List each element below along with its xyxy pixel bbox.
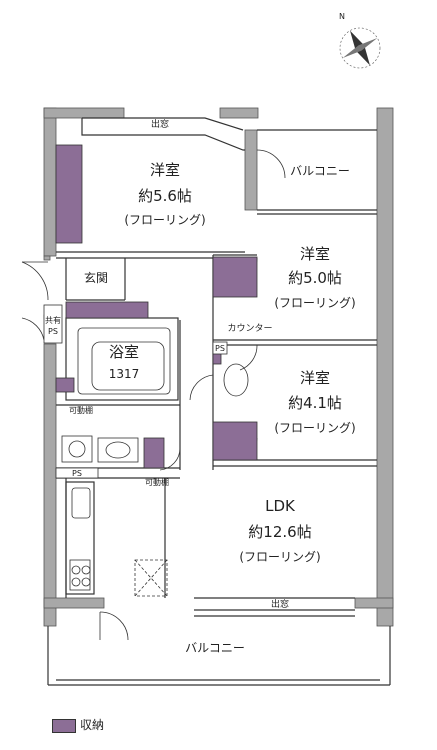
room-western-2-floor: (フローリング) xyxy=(274,296,356,310)
shelf-label-1: 可動棚 xyxy=(69,406,93,415)
room-ldk-area: 約12.6帖 xyxy=(248,523,312,541)
compass-icon xyxy=(339,27,381,69)
legend-storage-label: 収納 xyxy=(80,718,105,732)
room-western-2-name: 洋室 xyxy=(299,245,330,263)
shelf-label-2: 可動棚 xyxy=(145,478,169,487)
room-western-1-floor: (フローリング) xyxy=(124,213,206,227)
bath-size: 1317 xyxy=(108,367,140,381)
legend-swatch xyxy=(52,719,76,733)
entrance-label: 玄関 xyxy=(83,271,108,285)
room-western-3-name: 洋室 xyxy=(299,369,330,387)
compass-north-label: N xyxy=(339,12,345,21)
counter-label: カウンター xyxy=(227,324,273,334)
balcony-upper-label: バルコニー xyxy=(290,164,350,178)
storage-areas xyxy=(55,144,258,469)
room-western-2-area: 約5.0帖 xyxy=(288,269,342,287)
window-top-label: 出窓 xyxy=(150,120,169,130)
bath-name: 浴室 xyxy=(108,343,139,361)
room-ldk-name: LDK xyxy=(265,497,295,515)
walls xyxy=(43,107,394,627)
ps-counter-label: PS xyxy=(215,344,225,353)
balcony-lower-label: バルコニー xyxy=(185,641,245,655)
fixtures xyxy=(43,304,249,597)
ps-shared-label-1: 共有 xyxy=(45,316,61,325)
room-western-1-name: 洋室 xyxy=(149,161,180,179)
room-ldk-floor: (フローリング) xyxy=(239,550,321,564)
room-western-3-floor: (フローリング) xyxy=(274,421,356,435)
room-western-3-area: 約4.1帖 xyxy=(288,394,342,412)
window-ldk-label: 出窓 xyxy=(270,600,289,610)
legend: 収納 xyxy=(52,716,132,734)
ps-kitchen-label: PS xyxy=(72,469,82,478)
ps-shared-label-2: PS xyxy=(48,327,58,336)
room-western-1-area: 約5.6帖 xyxy=(138,187,192,205)
